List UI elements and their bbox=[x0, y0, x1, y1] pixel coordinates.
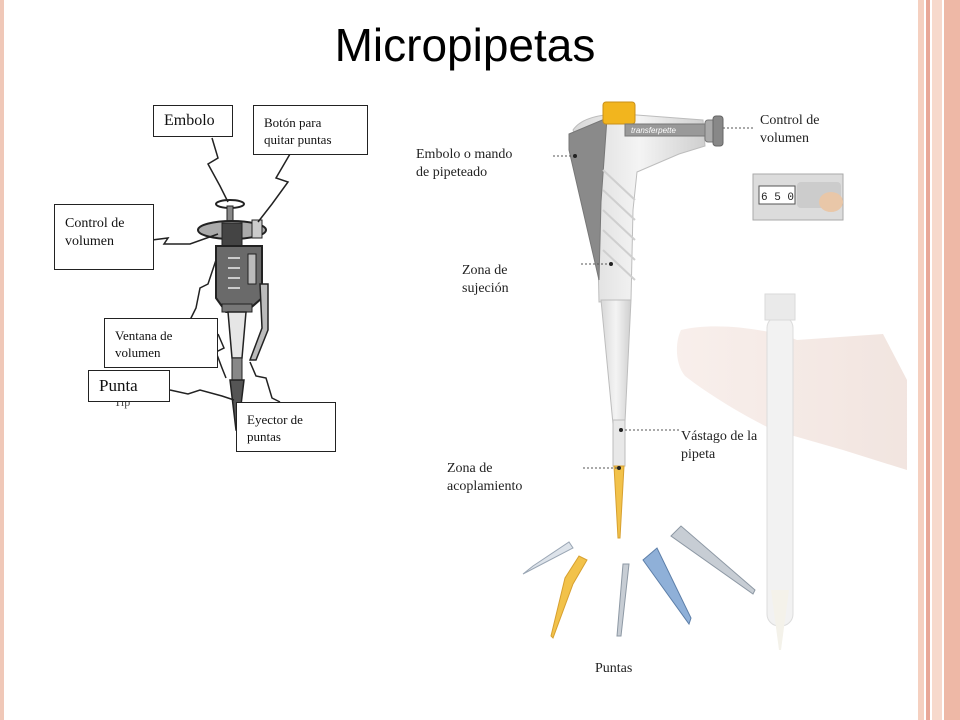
label-zona-acoplamiento: Zona de acoplamiento bbox=[447, 460, 523, 496]
label-control-volumen: Control de volumen bbox=[54, 204, 154, 270]
right-pipette-drawing: transferpette 6 5 0 bbox=[522, 101, 907, 650]
label-ventana-volumen: Ventana de volumen bbox=[104, 318, 218, 368]
slide-right-stripe bbox=[944, 0, 960, 720]
label-embolo: Embolo bbox=[153, 105, 233, 137]
label-eyector-puntas: Eyector de puntas bbox=[236, 402, 336, 452]
label-puntas: Puntas bbox=[595, 660, 633, 678]
slide-right-stripe bbox=[932, 0, 942, 720]
slide-left-border bbox=[0, 0, 4, 720]
label-zona-sujecion: Zona de sujeción bbox=[462, 262, 509, 298]
label-boton-quitar-puntas: Botón para quitar puntas bbox=[253, 105, 368, 155]
label-control-volumen-right: Control de volumen bbox=[760, 112, 820, 148]
slide-right-stripe bbox=[926, 0, 930, 720]
brand-text: transferpette bbox=[631, 126, 676, 135]
label-vastago: Vástago de la pipeta bbox=[681, 428, 758, 464]
slide-right-stripe bbox=[918, 0, 924, 720]
slide-title: Micropipetas bbox=[334, 19, 596, 71]
right-pipette-photo: transferpette 6 5 0 bbox=[413, 90, 918, 690]
left-pipette-diagram: Tip Embolo Botón para quitar puntas Cont… bbox=[50, 98, 380, 468]
label-embolo-mando: Embolo o mando de pipeteado bbox=[416, 146, 513, 182]
volume-counter-text: 6 5 0 bbox=[761, 192, 794, 204]
label-punta: Punta bbox=[88, 370, 170, 402]
